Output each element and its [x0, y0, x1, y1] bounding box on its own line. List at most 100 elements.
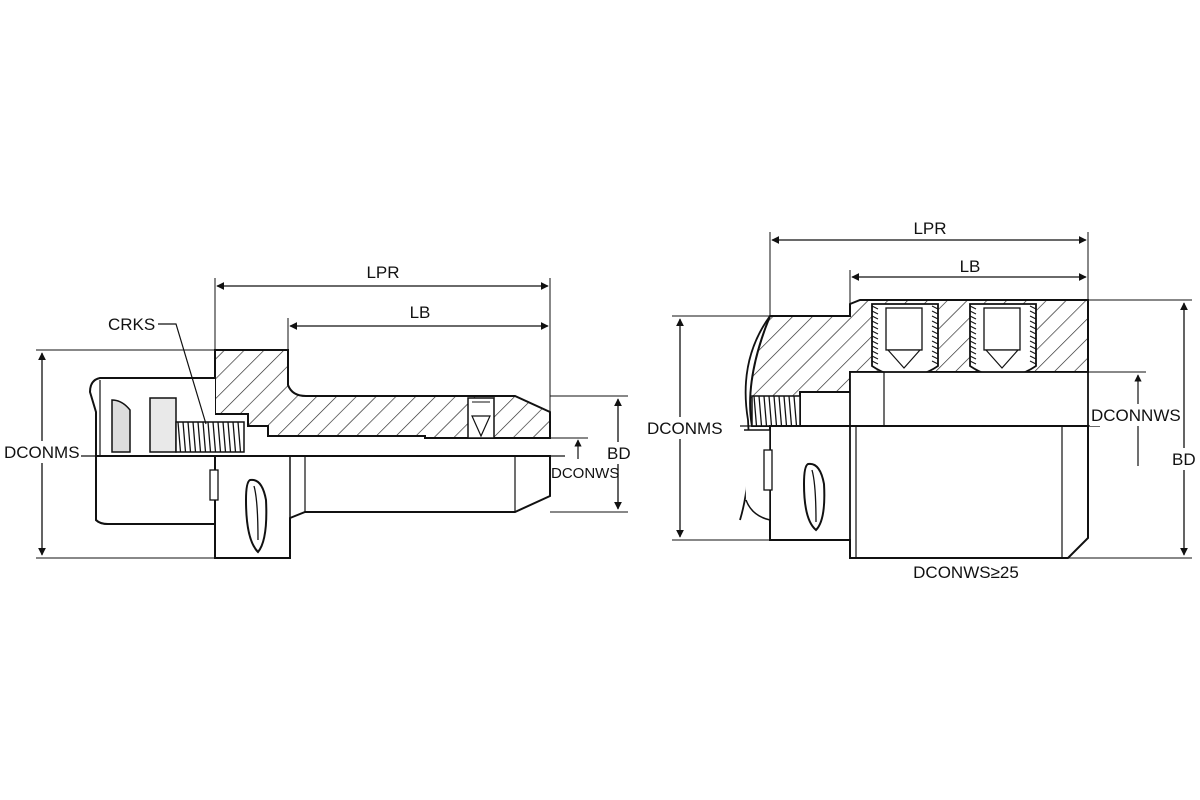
pocket-thread-tooth: [871, 350, 879, 355]
right-dconms-label-bg: [645, 417, 717, 439]
right-bd-label-bg: [1170, 448, 1198, 470]
left-notch: [209, 469, 219, 501]
left-crks-label: CRKS: [108, 315, 155, 334]
right-screw-pocket-1: [871, 303, 939, 378]
thread-tooth: [197, 421, 202, 453]
thread-tooth: [232, 421, 237, 453]
thread-tooth: [202, 421, 207, 453]
left-lower-body: [95, 455, 551, 559]
left-thread: [175, 421, 245, 453]
pocket-thread-tooth: [871, 345, 879, 350]
pocket-thread-tooth: [871, 335, 879, 340]
pocket-thread-tooth: [969, 320, 977, 325]
left-lb-label: LB: [410, 303, 431, 322]
pocket-thread-tooth: [1029, 310, 1037, 315]
thread-tooth: [177, 421, 182, 453]
pocket-thread-tooth: [1029, 305, 1037, 310]
left-drive-slot: [244, 478, 268, 554]
pocket-thread-tooth: [931, 360, 939, 365]
pocket-thread-tooth: [871, 325, 879, 330]
left-drive-slot-line: [253, 485, 259, 541]
pocket-thread-tooth: [931, 355, 939, 360]
left-bd-label: BD: [607, 444, 631, 463]
pocket-thread-tooth: [1029, 320, 1037, 325]
thread-tooth: [753, 395, 758, 427]
right-drive-slot: [802, 462, 826, 532]
pocket-thread-tooth: [931, 335, 939, 340]
left-nut-bore: [111, 399, 131, 453]
thread-tooth: [783, 395, 788, 427]
left-view: LPR LB CRKS DCONMS BD DCONWS: [3, 263, 632, 559]
pocket-thread-tooth: [931, 330, 939, 335]
right-view: LPR LB DCONMS DCONNWS BD DCONWS≥25: [645, 219, 1198, 582]
right-dconnws-label: DCONNWS: [1091, 406, 1181, 425]
pocket-thread-tooth: [871, 355, 879, 360]
thread-tooth: [187, 421, 192, 453]
right-screw-pocket-2: [969, 303, 1037, 378]
pocket-thread-tooth: [1029, 315, 1037, 320]
thread-tooth: [237, 421, 242, 453]
right-drive-slot-line: [811, 469, 817, 523]
pocket-thread-tooth: [1029, 340, 1037, 345]
pocket-thread-tooth: [931, 340, 939, 345]
left-dconws-label: DCONWS: [551, 465, 619, 482]
pocket-thread-tooth: [1029, 350, 1037, 355]
thread-tooth: [788, 395, 793, 427]
pocket-thread-tooth: [1029, 345, 1037, 350]
left-dconms-label-bg: [3, 441, 81, 463]
right-notch: [763, 449, 773, 491]
pocket-thread-tooth: [871, 320, 879, 325]
pocket-thread-tooth: [969, 330, 977, 335]
thread-tooth: [793, 395, 798, 427]
thread-tooth: [217, 421, 222, 453]
pocket-thread-tooth: [871, 305, 879, 310]
right-bd-label: BD: [1172, 450, 1196, 469]
thread-tooth: [207, 421, 212, 453]
thread-tooth: [222, 421, 227, 453]
thread-tooth: [182, 421, 187, 453]
right-thread: [751, 395, 801, 427]
pocket-thread-tooth: [931, 320, 939, 325]
pocket-thread-tooth: [969, 355, 977, 360]
left-set-screw: [467, 397, 495, 439]
pocket-thread-tooth: [969, 305, 977, 310]
right-lpr-label: LPR: [913, 219, 946, 238]
pocket-thread-tooth: [931, 310, 939, 315]
pocket-thread-tooth: [871, 360, 879, 365]
left-bd-label-bg: [606, 442, 632, 464]
pocket-thread-tooth: [969, 340, 977, 345]
thread-tooth: [768, 395, 773, 427]
pocket-thread-tooth: [1029, 325, 1037, 330]
pocket-thread-tooth: [969, 315, 977, 320]
pocket-thread-tooth: [969, 345, 977, 350]
pocket-thread-tooth: [969, 335, 977, 340]
pocket-thread-tooth: [871, 330, 879, 335]
pocket-thread-tooth: [1029, 330, 1037, 335]
left-lpr-label: LPR: [366, 263, 399, 282]
pocket-thread-tooth: [871, 315, 879, 320]
thread-tooth: [773, 395, 778, 427]
pocket-thread-tooth: [931, 325, 939, 330]
pocket-thread-tooth: [969, 350, 977, 355]
left-dconms-label: DCONMS: [4, 443, 80, 462]
pocket-thread-tooth: [969, 360, 977, 365]
thread-tooth: [227, 421, 232, 453]
thread-tooth: [758, 395, 763, 427]
thread-tooth: [192, 421, 197, 453]
pocket-thread-tooth: [931, 305, 939, 310]
left-crks-leader: [158, 323, 207, 425]
right-dconws-ge25-label: DCONWS≥25: [913, 563, 1019, 582]
left-nut-pin: [149, 397, 177, 453]
pocket-thread-tooth: [969, 325, 977, 330]
thread-tooth: [212, 421, 217, 453]
pocket-thread-tooth: [931, 345, 939, 350]
pocket-thread-tooth: [871, 310, 879, 315]
pocket-thread-tooth: [931, 350, 939, 355]
thread-tooth: [778, 395, 783, 427]
thread-tooth: [763, 395, 768, 427]
right-dconnws-label-bg: [1090, 404, 1176, 426]
pocket-thread-tooth: [1029, 355, 1037, 360]
right-lb-label: LB: [960, 257, 981, 276]
pocket-thread-tooth: [1029, 360, 1037, 365]
